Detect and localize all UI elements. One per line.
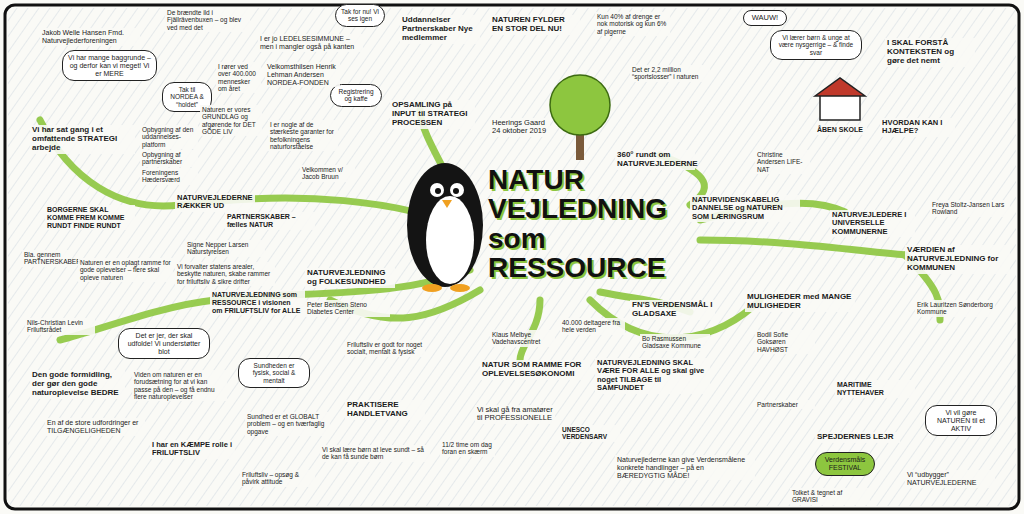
note-text: Partnerskaber (755, 400, 815, 409)
note-text: Naturvejlederne kan give Verdensmålene k… (615, 455, 755, 480)
topic-heading: NATURVEJLEDNING som RESSOURCE i visionen… (210, 290, 305, 315)
topic-heading: ÅBEN SKOLE (815, 125, 867, 135)
speech-bubble: Det er jer, der skal udfolde! Vi underst… (118, 328, 210, 359)
hatching (8, 8, 1016, 506)
note-text: Vi skal gå fra amatører til PROFESSIONEL… (475, 405, 555, 424)
topic-heading: SPEJDERNES LEJR (815, 432, 900, 443)
speech-bubble: Vi har mange baggrunde – og derfor kan v… (62, 50, 157, 81)
note-text: I er jo LEDELSESIMMUNE – men i mangler o… (258, 34, 363, 52)
note-text: Naturen er en oplagt ramme for gode ople… (78, 258, 173, 282)
topic-heading: NATUR SOM RAMME FOR OPLEVELSESØKONOMI (480, 360, 590, 380)
note-text: Peter Bentsen Steno Diabetes Center (305, 300, 390, 317)
topic-heading: BORGERNE SKAL KOMME FREM KOMME RUNDT FIN… (45, 205, 135, 230)
note-text: Vi “udbygger” NATURVEJLEDERNE (905, 470, 995, 488)
topic-heading: VÆRDIEN af NATURVEJLEDNING for KOMMUNEN (905, 245, 1010, 274)
bubble-text: Tak for nu! Vi ses igen (341, 8, 379, 23)
topic-heading: NATURVEJLEDNING og FOLKESUNDHED (305, 268, 395, 288)
penguin-illustration (407, 163, 483, 292)
speech-bubble: Sundheden er fysisk, social & mentalt (238, 358, 310, 388)
note-text: Bla. gennem PARTNERSKABER (22, 250, 72, 267)
note-text: Sundhed er et GLOBALT problem – og en tv… (245, 412, 330, 436)
topic-heading: Vi har sat gang i et omfattende STRATEGI… (30, 125, 135, 154)
bubble-text: Vi vil gøre NATUREN til et AKTIV (931, 409, 991, 432)
note-text: Kun 40% af drenge er nok motorisk og kun… (595, 12, 670, 36)
note-text: Tolket & tegnet af GRAVISI (790, 488, 870, 505)
note-text: Friluftsliv – opsøg & påvirk attitude (240, 470, 315, 487)
bubble-text: WAUW! (749, 14, 781, 22)
house-illustration (815, 78, 865, 120)
note-text: Opbygning af den uddannelses-platform (140, 125, 198, 149)
note-text: Bo Rasmussen Gladsaxe Kommune (640, 334, 710, 351)
speech-bubble: Tak for nu! Vi ses igen (335, 4, 385, 27)
note-text: Nils-Christian Levin Friluftsrådet (25, 318, 95, 335)
note-text: Vi forvalter statens arealer, beskytte n… (175, 262, 275, 286)
topic-heading: NATURVIDENSKABELIG DANNELSE og NATUREN S… (690, 195, 800, 222)
note-text: I er nogle af de stærkeste garanter for … (268, 120, 338, 151)
title: NATUR VEJLEDNING som RESSOURCE (488, 165, 713, 283)
topic-heading: NATUREN FYLDER EN STOR DEL NU! (490, 15, 580, 35)
topic-heading: HVORDAN KAN I HJÆLPE? (880, 118, 955, 137)
topic-heading: OPSAMLING på INPUT til STRATEGI PROCESSE… (390, 100, 475, 129)
topic-heading: I har en KÆMPE rolle i FRILUFTSLIV (150, 440, 235, 459)
topic-heading: UNESCO VERDENSARV (560, 425, 620, 442)
mind-map-branches (40, 110, 940, 360)
bubble-text: Registrering og kaffe (336, 88, 376, 103)
tree-illustration (550, 75, 610, 160)
speech-bubble: WAUW! (743, 10, 787, 26)
note-text: De brændte ild i Fjällrävenbuxen – og bl… (165, 8, 250, 32)
note-text: 40.000 deltagere fra hele verden (560, 318, 625, 335)
note-text: Heerings Gaard 24 oktober 2019 (490, 118, 550, 137)
note-text: En af de store udfordringer er TILGÆNGEL… (45, 418, 145, 436)
topic-heading: NATURVEJLEDERNE RÆKKER UD (175, 193, 255, 212)
topic-heading: MARITIME NYTTEHAVER (835, 380, 915, 398)
note-text: I rører ved over 400.000 mennesker om år… (216, 62, 261, 93)
note-text: Erik Lauritzen Sønderborg Kommune (915, 300, 995, 317)
topic-heading: Den gode formidling, der gør den gode na… (30, 370, 125, 399)
note-text: Friluftsliv er godt for noget socialt, m… (345, 340, 425, 357)
note-text: Opbygning af partnerskaber (140, 150, 198, 167)
topic-heading: I SKAL FORSTÅ KONTEKSTEN og gøre det nem… (885, 38, 975, 67)
note-text: Det er 2,2 million “sportslosser” i natu… (630, 65, 710, 82)
topic-heading: NATURVEJLEDNING SKAL VÆRE FOR ALLE og sk… (595, 358, 710, 394)
note-text: Viden om naturen er en forudsætning for … (132, 370, 227, 401)
topic-heading: FN'S VERDENSMÅL I GLADSAXE (630, 300, 715, 320)
bubble-text: Sundheden er fysisk, social & mentalt (244, 362, 304, 384)
topic-heading: PARTNERSKABER – fælles NATUR (225, 212, 315, 230)
speech-bubble: Vi lærer børn & unge at være nysgerrige … (770, 30, 862, 60)
topic-heading: PRAKTISERE HANDLETVANG (345, 400, 425, 420)
bubble-text: Vi har mange baggrunde – og derfor kan v… (68, 54, 151, 77)
note-text: 11/2 time om dag foran en skærm (440, 440, 495, 457)
bubble-text: Det er jer, der skal udfolde! Vi underst… (124, 332, 204, 355)
note-text: Vi skal lære børn at leve sundt – så de … (320, 445, 430, 462)
topic-heading: MULIGHEDER med MANGE MULIGHEDER (745, 292, 855, 312)
note-text: Christine Andersen LIFE-NAT (755, 150, 810, 174)
bubble-text: Vi lærer børn & unge at være nysgerrige … (776, 34, 856, 56)
topic-heading: NATURVEJLEDERE I UNIVERSELLE KOMMUNERNE (830, 210, 915, 237)
note-text: Velkomsthilsen Henrik Lehman Andersen NO… (265, 62, 340, 87)
note-text: Klaus Melbye Vadehavscentret (490, 330, 555, 347)
note-text: Signe Nepper Larsen Naturstyrelsen (185, 240, 265, 257)
speech-bubble: Verdensmåls FESTIVAL (815, 452, 875, 476)
speech-bubble: Vi vil gøre NATUREN til et AKTIV (925, 405, 997, 436)
note-text: Freya Stoltz-Jansen Lars Rowland (930, 200, 1010, 217)
note-text: Foreningens Hædersværd (140, 168, 198, 185)
topic-heading: 360° rundt om NATURVEJLEDERNE (615, 150, 695, 170)
note-text: Velkommen v/ Jacob Bruun (300, 165, 355, 182)
note-text: Naturen er vores GRUNDLAG og afgørende f… (200, 105, 262, 136)
frame (5, 5, 1019, 509)
note-text: Jakob Welle Hansen Fmd. Naturvejlederfor… (40, 28, 140, 46)
bubble-text: Verdensmåls FESTIVAL (821, 456, 869, 472)
note-text: Bodil Sofie Goksøren HAVHØST (755, 330, 815, 354)
topic-heading: Uddannelser Partnerskaber Nye medlemmer (400, 15, 480, 44)
